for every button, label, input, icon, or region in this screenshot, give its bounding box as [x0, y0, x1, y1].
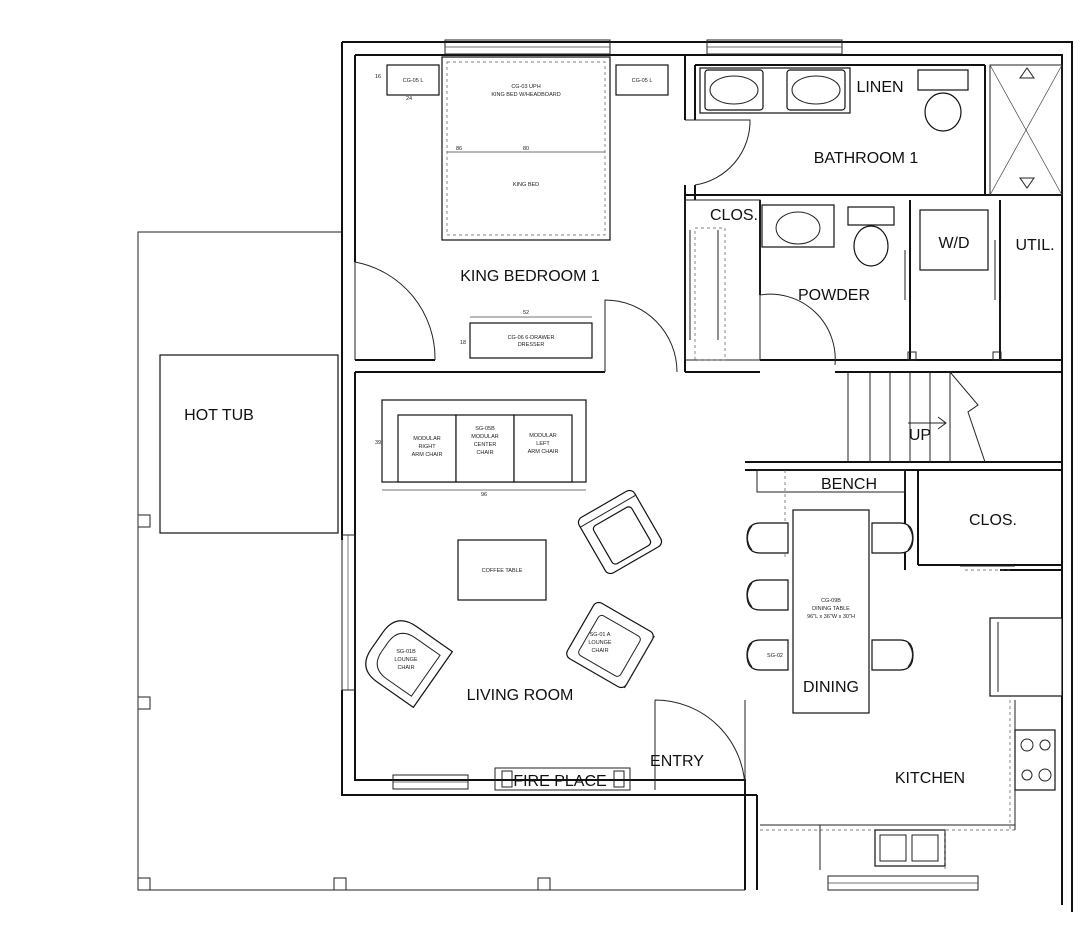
label-kitchen: KITCHEN — [895, 770, 965, 787]
fireplace — [494, 767, 631, 791]
powder-fixtures — [761, 204, 895, 267]
kitchen-window — [827, 875, 979, 891]
dining-table: CG-09B DINING TABLE 96"L x 36"W x 30"H — [792, 509, 870, 714]
nightstand-right-label: CG-05 L — [632, 78, 653, 84]
label-linen: LINEN — [856, 79, 903, 96]
svg-text:SG-01 A: SG-01 A — [590, 632, 611, 638]
label-fireplace: FIRE PLACE — [513, 773, 606, 790]
dining-chair-label: SG-02 — [767, 653, 783, 659]
label-up: UP — [909, 427, 931, 444]
lounge-chair-a-label: SG-01 A LOUNGE CHAIR — [588, 632, 612, 654]
label-bathroom: BATHROOM 1 — [814, 150, 919, 167]
sofa-center-3: CENTER — [474, 442, 497, 448]
sofa-center-4: CHAIR — [476, 450, 493, 456]
label-closet-right: CLOS. — [969, 512, 1017, 529]
lounge-chair-b — [365, 620, 454, 709]
washer-dryer — [919, 209, 989, 271]
dresser-dim-w: 52 — [523, 310, 529, 316]
label-bench: BENCH — [821, 476, 877, 493]
label-dining: DINING — [803, 679, 859, 696]
nightstand-left-label: CG-05 L — [403, 78, 424, 84]
dresser-label-1: CG-06 6-DRAWER — [508, 335, 555, 341]
nightstand-left: CG-05 L 16 24 — [375, 64, 440, 102]
svg-text:LOUNGE: LOUNGE — [394, 657, 418, 663]
svg-text:SG-01B: SG-01B — [396, 649, 416, 655]
bed-label-1: CG-03 UPH — [511, 84, 540, 90]
doors — [354, 119, 836, 791]
dining-table-label-1: CG-09B — [821, 598, 841, 604]
label-closet-upper: CLOS. — [710, 207, 758, 224]
living-windows — [341, 534, 469, 790]
dresser-label-2: DRESSER — [518, 342, 545, 348]
sofa-right-2: RIGHT — [418, 444, 436, 450]
sofa-right-1: MODULAR — [413, 436, 441, 442]
svg-text:LOUNGE: LOUNGE — [588, 640, 612, 646]
sofa-right-3: ARM CHAIR — [412, 452, 443, 458]
sofa-dim-w: 96 — [481, 492, 487, 498]
stairs — [847, 371, 986, 463]
king-bed: CG-03 UPH KING BED W/HEADBOARD 80 86 KIN… — [441, 56, 611, 241]
kitchen-counters — [760, 617, 1063, 870]
sofa-center-1: SG-05B — [475, 426, 495, 432]
nightstand-right: CG-05 L — [615, 64, 669, 96]
dresser: 52 18 CG-06 6-DRAWER DRESSER — [460, 310, 593, 359]
closets — [684, 199, 1015, 571]
sofa-dim-h: 39 — [375, 440, 381, 446]
armchair-upper — [577, 489, 663, 575]
dining-table-label-3: 96"L x 36"W x 30"H — [807, 614, 855, 620]
label-entry: ENTRY — [650, 753, 704, 770]
label-king-bedroom: KING BEDROOM 1 — [460, 268, 600, 285]
nightstand-dim-w: 24 — [406, 96, 412, 102]
label-powder: POWDER — [798, 287, 870, 304]
bed-dim-h: 86 — [456, 146, 462, 152]
nightstand-dim-h: 16 — [375, 74, 381, 80]
top-windows — [444, 39, 843, 55]
sofa-center-2: MODULAR — [471, 434, 499, 440]
coffee-table: COFFEE TABLE — [457, 539, 547, 601]
bed-name: KING BED — [513, 182, 539, 188]
bed-label-2: KING BED W/HEADBOARD — [491, 92, 560, 98]
hot-tub — [159, 354, 339, 534]
sectional-sofa: 39 96 MODULAR RIGHT ARM CHAIR SG-05B MOD… — [375, 399, 587, 498]
sofa-left-2: LEFT — [536, 441, 550, 447]
label-living-room: LIVING ROOM — [467, 687, 574, 704]
label-util: UTIL. — [1015, 237, 1054, 254]
dining-chairs: SG-02 — [746, 522, 914, 671]
dresser-dim-h: 18 — [460, 340, 466, 346]
sofa-left-1: MODULAR — [529, 433, 557, 439]
label-wd: W/D — [938, 235, 969, 252]
bed-dim-w: 80 — [523, 146, 529, 152]
sofa-left-3: ARM CHAIR — [528, 449, 559, 455]
svg-text:CHAIR: CHAIR — [397, 665, 414, 671]
label-hot-tub: HOT TUB — [184, 407, 254, 424]
svg-text:CHAIR: CHAIR — [591, 648, 608, 654]
dining-table-label-2: DINING TABLE — [812, 606, 850, 612]
coffee-table-label: COFFEE TABLE — [482, 568, 523, 574]
lounge-chair-a — [566, 601, 655, 689]
bathroom-fixtures — [699, 64, 1063, 196]
deck — [137, 231, 745, 891]
lounge-chair-b-label: SG-01B LOUNGE CHAIR — [394, 649, 418, 671]
